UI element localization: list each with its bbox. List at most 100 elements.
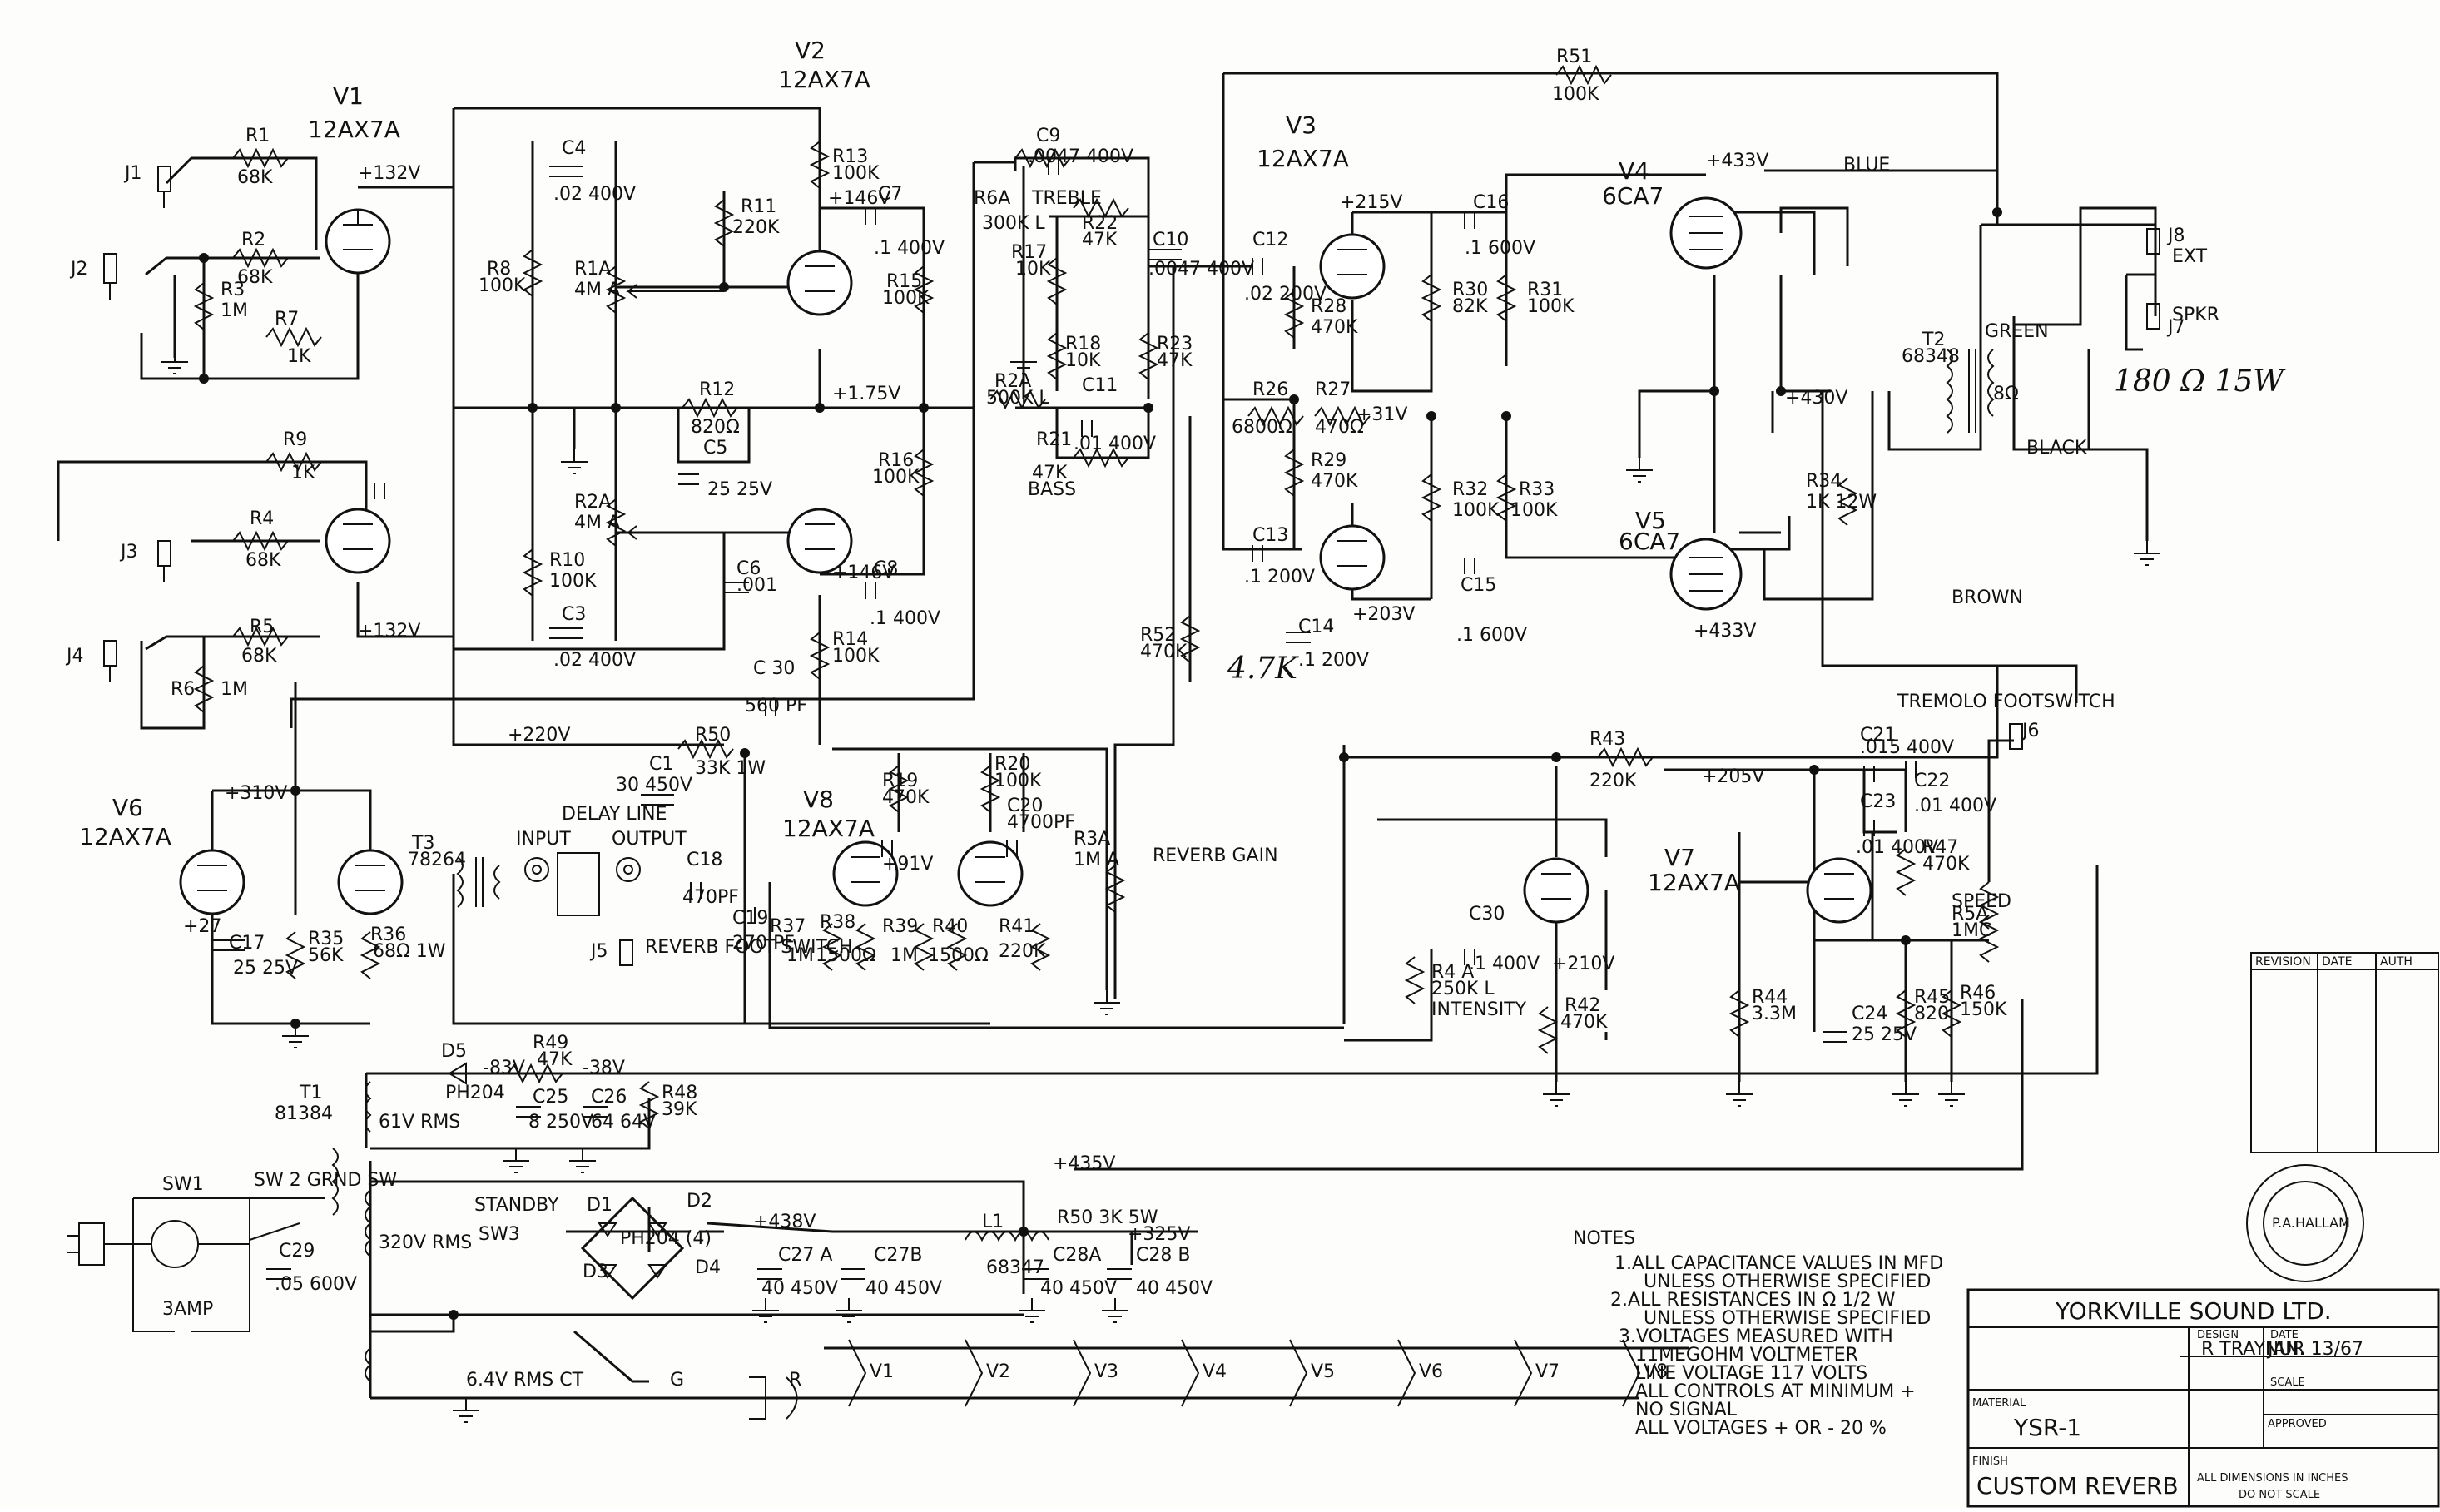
- c4-value: .02 400V: [553, 184, 636, 205]
- drawing-date: JAN. 13/67: [2266, 1339, 2363, 1360]
- revision-col-2: DATE: [2322, 955, 2352, 969]
- pot-reverb-ref: R3A: [1074, 829, 1110, 850]
- tube-label-v1: V1: [333, 82, 364, 110]
- heater-v1: V1: [870, 1361, 894, 1382]
- note-line-6: 11MEGOHM VOLTMETER: [1635, 1345, 1858, 1366]
- c25-ref: C25: [533, 1087, 568, 1108]
- pot-intensity-name: INTENSITY: [1431, 999, 1527, 1020]
- tube-v2-a: [786, 250, 853, 316]
- diode-symbols: [448, 1062, 685, 1301]
- voltage-v6-plate: +310V: [225, 783, 287, 804]
- jack-label-j5: J5: [589, 941, 608, 962]
- r14-value: 100K: [832, 646, 880, 667]
- voltage-v1a-plate: +132V: [358, 163, 420, 184]
- t1-part: 81384: [275, 1103, 333, 1124]
- c24-value: 25 25V: [1852, 1024, 1917, 1045]
- ground-symbols: [161, 349, 2160, 1423]
- r8-value: 100K: [479, 275, 526, 296]
- r38-value: 1500Ω: [816, 945, 876, 966]
- designer-name: R TRAYNUR: [2201, 1339, 2305, 1360]
- tube-v5: [1669, 538, 1743, 611]
- r32-value: 100K: [1452, 500, 1500, 521]
- c28b-value: 40 450V: [1136, 1278, 1213, 1299]
- l1-ref: L1: [982, 1212, 1004, 1232]
- r29-value: 470K: [1311, 471, 1358, 492]
- r16-value: 100K: [872, 467, 920, 488]
- r9-ref: R9: [283, 429, 307, 450]
- labels: V1 12AX7A V2 12AX7A V3 12AX7A V4 6CA7 V5…: [65, 37, 2286, 1391]
- note-line-7: LINE VOLTAGE 117 VOLTS: [1635, 1363, 1867, 1384]
- r15-ref: R15: [886, 271, 922, 292]
- t1-winding-c-label: 6.4V RMS CT: [466, 1370, 584, 1391]
- dims-note-1: ALL DIMENSIONS IN INCHES: [2197, 1472, 2348, 1485]
- c20-value: 4700PF: [1007, 812, 1075, 833]
- c17-ref: C17: [229, 933, 265, 954]
- r38-ref: R38: [820, 912, 855, 933]
- c27b-ref: C27B: [874, 1245, 922, 1266]
- voltage-v2a-plate: +146V: [828, 188, 890, 209]
- r44-value: 3.3M: [1752, 1004, 1797, 1024]
- r40-ref: R40: [932, 916, 968, 937]
- tube-v7-a: [1523, 857, 1589, 924]
- handwritten-load-note: 180 Ω 15W: [2114, 364, 2286, 399]
- r49-ref: R49: [533, 1033, 568, 1053]
- heater-v7: V7: [1535, 1361, 1560, 1382]
- input-label: INPUT: [516, 829, 571, 850]
- r50-ref: R50: [695, 725, 731, 746]
- heater-v5: V5: [1311, 1361, 1335, 1382]
- note-line-4: UNLESS OTHERWISE SPECIFIED: [1644, 1308, 1931, 1329]
- r12-value: 820Ω: [691, 417, 740, 438]
- r15-value: 100K: [882, 288, 930, 309]
- voltage-screen: +430V: [1785, 388, 1847, 409]
- note-line-3: 2.ALL RESISTANCES IN Ω 1/2 W: [1610, 1290, 1896, 1311]
- r2-ref: R2: [241, 230, 265, 250]
- pot-r2a-value: 4M A: [574, 513, 620, 533]
- jack-label-j8: J8: [2166, 226, 2185, 246]
- r34-ref: R34: [1806, 471, 1842, 492]
- sw2-label: SW 2 GRND SW: [254, 1170, 397, 1191]
- pot-bass-ref: R2A: [994, 371, 1031, 392]
- c23-ref: C23: [1860, 791, 1896, 812]
- r48-ref: R48: [662, 1083, 697, 1103]
- jack-label-j4: J4: [65, 646, 84, 667]
- scale-label: SCALE: [2270, 1376, 2305, 1389]
- tube-v1-b: [325, 508, 391, 574]
- tube-label-v4: V4: [1619, 157, 1649, 185]
- pot-reverb-name: REVERB GAIN: [1153, 845, 1278, 866]
- c15-value: .1 600V: [1456, 625, 1527, 646]
- r42-ref: R42: [1565, 995, 1600, 1016]
- c15-ref: C15: [1461, 575, 1496, 596]
- c19-value: 270 PF: [732, 933, 795, 954]
- eight-ohm-label: 8Ω: [1993, 384, 2019, 404]
- r14-ref: R14: [832, 629, 868, 650]
- jack-label-j6: J6: [2021, 721, 2040, 741]
- voltage-v2b-plate: +146V: [832, 563, 895, 583]
- voltage-v2-cathode: +1.75V: [832, 384, 900, 404]
- ph204-label: PH204: [445, 1083, 505, 1103]
- r2-value: 68K: [237, 267, 273, 288]
- c18-ref: C18: [687, 850, 722, 870]
- title-block: YORKVILLE SOUND LTD. DESIGN R TRAYNUR DA…: [1966, 1288, 2440, 1508]
- c7-ref: C7: [878, 184, 902, 205]
- sw1-label: SW1: [162, 1174, 204, 1195]
- r1-value: 68K: [237, 167, 273, 188]
- power-input-symbols: [67, 1197, 799, 1420]
- heater-v2: V2: [986, 1361, 1010, 1382]
- sw3-label: SW3: [479, 1224, 520, 1245]
- pot-speed-name: SPEED: [1952, 891, 2011, 912]
- fuse-label: 3AMP: [162, 1299, 213, 1320]
- r20-value: 100K: [994, 771, 1042, 791]
- blue-wire-label: BLUE: [1843, 155, 1890, 176]
- c14-value: .1 200V: [1298, 650, 1369, 671]
- voltage-b-plus-435: +435V: [1053, 1153, 1115, 1174]
- r26-value: 6800Ω: [1232, 417, 1292, 438]
- c22-ref: C22: [1914, 771, 1950, 791]
- c9-value: .0047 400V: [1028, 146, 1133, 167]
- r26-ref: R26: [1252, 379, 1288, 400]
- voltage-bias-a: -83V: [483, 1058, 525, 1078]
- r7-ref: R7: [275, 309, 299, 330]
- r45-value: 820: [1914, 1004, 1949, 1024]
- c24-ref: C24: [1852, 1004, 1887, 1024]
- voltage-v8-plate: +91V: [882, 854, 933, 875]
